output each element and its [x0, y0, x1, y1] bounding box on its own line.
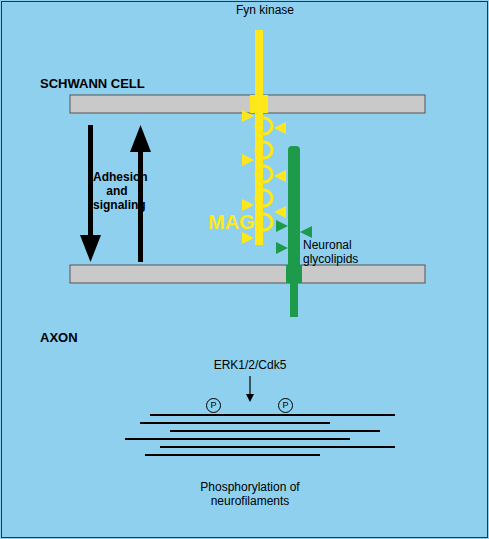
protein-label: MAG: [208, 210, 258, 234]
mag-transmembrane: [250, 95, 268, 113]
phosphate-label: P: [210, 401, 216, 410]
axon-membrane: [70, 265, 425, 283]
ig-domains: [256, 118, 272, 230]
glycolipid-tail: [290, 283, 298, 317]
molecule-label: Neuronal glycolipids: [303, 238, 383, 266]
cell-label: AXON: [40, 330, 120, 346]
protein-label: Fyn kinase: [215, 3, 315, 17]
signal-arrow-head: [246, 394, 254, 402]
glycolipid: [288, 146, 300, 268]
process-label: Phosphorylation of neurofilaments: [170, 480, 330, 508]
phosphate-label: P: [282, 401, 288, 410]
phosphate-circle: P: [278, 398, 293, 413]
process-label: Adhesion and signaling: [93, 170, 141, 212]
neurofilaments: [125, 415, 395, 455]
cell-label: SCHWANN CELL: [40, 76, 180, 92]
mag-protein: [255, 30, 263, 245]
signal-arrow: [249, 376, 250, 396]
enzyme-label: ERK1/2/Cdk5: [190, 358, 310, 372]
schwann-membrane: [70, 95, 425, 113]
phosphate-circle: P: [206, 398, 221, 413]
adhesion-arrows: [80, 125, 151, 262]
glycolipid-anchor: [286, 265, 302, 283]
